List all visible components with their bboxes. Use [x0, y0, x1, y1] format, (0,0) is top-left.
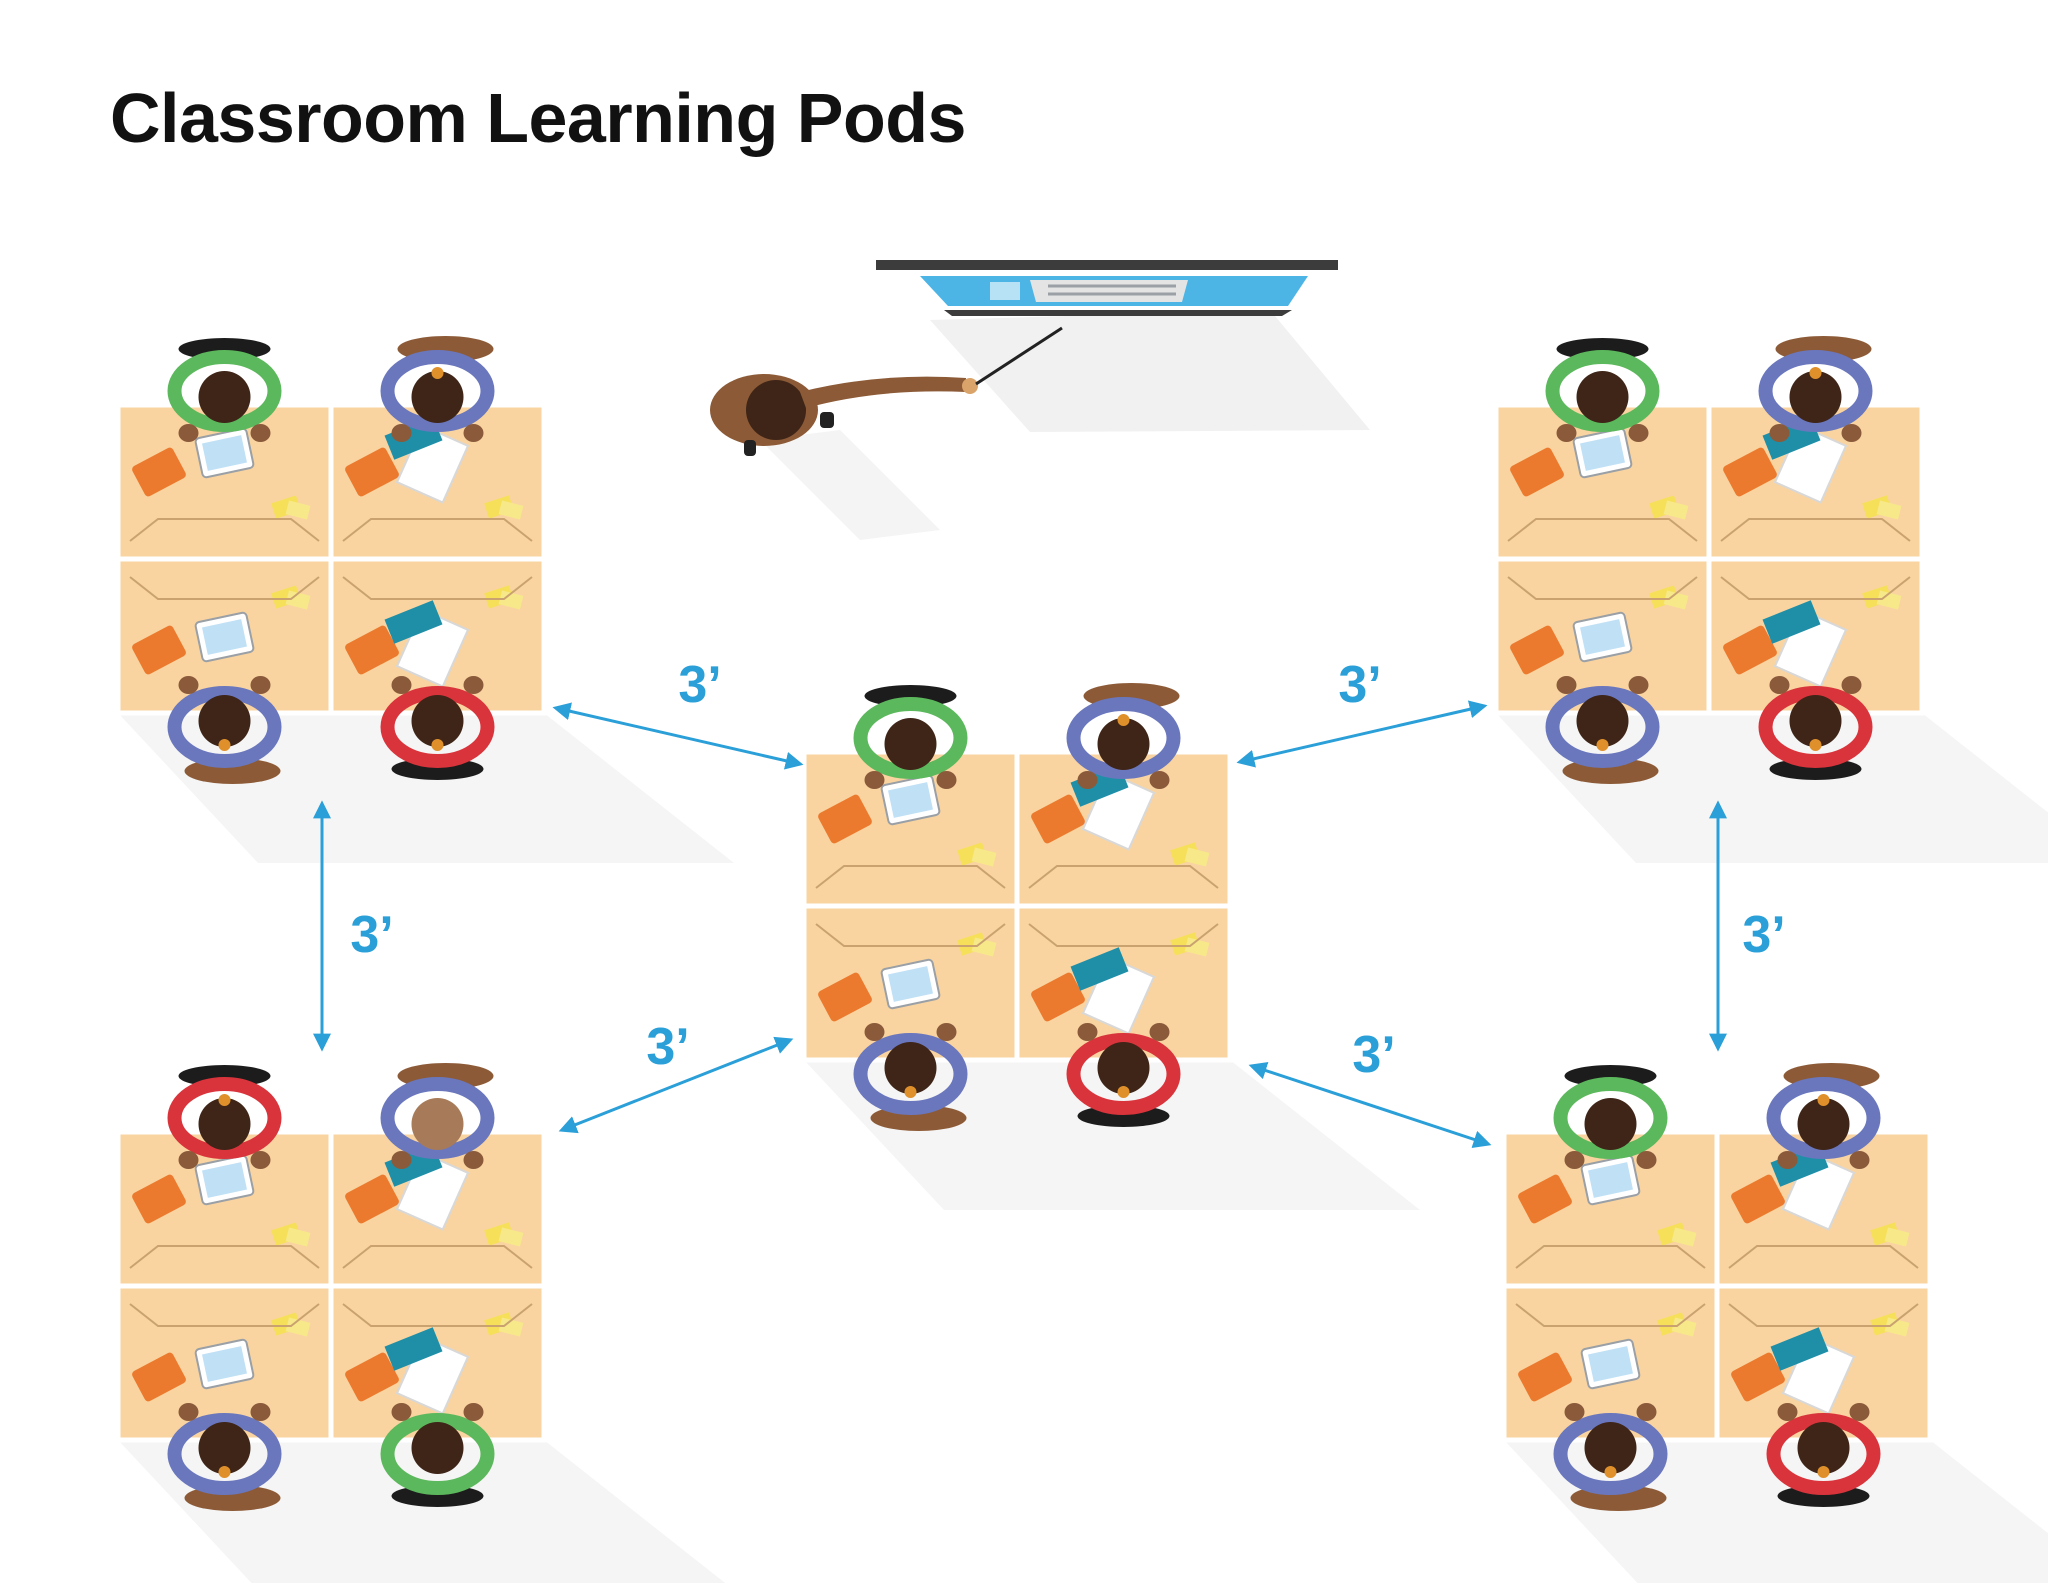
- pod-top-right-student-4: [1758, 676, 1873, 780]
- distance-arrow-line-1: [552, 702, 804, 770]
- distance-label-3: 3’: [646, 1018, 689, 1076]
- pod-top-left-desk-1-items: [129, 427, 320, 542]
- diagram-title: Classroom Learning Pods: [110, 79, 966, 157]
- pod-top-left-desk-4-items: [342, 576, 533, 688]
- pod-top-left-desk-3-items: [129, 576, 320, 675]
- distance-arrow-2: 3’: [1236, 656, 1488, 768]
- distance-arrow-4: 3’: [1248, 1026, 1492, 1149]
- pod-bottom-left: [115, 1063, 726, 1583]
- pod-top-right-student-2: [1758, 336, 1873, 442]
- pod-center-student-1: [853, 685, 968, 789]
- pod-bottom-right-desk-1-items: [1515, 1154, 1706, 1269]
- distance-arrow-5: 3’: [313, 800, 394, 1052]
- pod-top-right: [1493, 336, 2048, 863]
- pod-top-left-student-2: [380, 336, 495, 442]
- distance-arrow-line-4: [1248, 1061, 1492, 1149]
- pod-bottom-right-student-4: [1766, 1403, 1881, 1507]
- pod-top-left: [115, 336, 734, 863]
- pod-center-desk-3-items: [815, 923, 1006, 1022]
- pod-top-right-desk-2-items: [1720, 416, 1911, 542]
- pod-bottom-left-desk-3-items: [129, 1303, 320, 1402]
- pod-center-student-3: [853, 1023, 968, 1131]
- distance-arrows: 3’ 3’ 3’ 3’ 3’ 3’: [313, 656, 1786, 1149]
- pod-bottom-right-student-2: [1766, 1063, 1881, 1169]
- whiteboard: [876, 260, 1338, 316]
- pod-center-desk-1-items: [815, 774, 1006, 889]
- pod-top-left-student-1: [167, 338, 282, 442]
- distance-label-5: 3’: [350, 906, 393, 964]
- distance-label-1: 3’: [678, 656, 721, 714]
- pod-center-desk-4-items: [1028, 923, 1219, 1035]
- pod-center-student-4: [1066, 1023, 1181, 1127]
- distance-arrow-line-3: [558, 1036, 794, 1134]
- pod-bottom-left-student-3: [167, 1403, 282, 1511]
- pods-layer: [115, 336, 2048, 1583]
- teacher-area: [710, 260, 1370, 540]
- pod-center-student-2: [1066, 683, 1181, 789]
- distance-arrow-line-2: [1236, 700, 1488, 768]
- pod-bottom-right: [1501, 1063, 2048, 1583]
- pod-bottom-left-desk-1-items: [129, 1154, 320, 1269]
- whiteboard-shadow: [930, 310, 1370, 432]
- pod-bottom-right-student-1: [1553, 1065, 1668, 1169]
- pod-bottom-right-student-3: [1553, 1403, 1668, 1511]
- distance-label-6: 3’: [1742, 906, 1785, 964]
- pod-bottom-right-desk-2-items: [1728, 1143, 1919, 1269]
- pod-top-right-student-3: [1545, 676, 1660, 784]
- pod-top-right-student-1: [1545, 338, 1660, 442]
- distance-arrow-6: 3’: [1709, 800, 1786, 1052]
- pod-bottom-left-student-1: [167, 1065, 282, 1169]
- distance-label-2: 3’: [1338, 656, 1381, 714]
- teacher: [710, 326, 1063, 456]
- pod-top-left-student-4: [380, 676, 495, 780]
- pod-center-desk-2-items: [1028, 763, 1219, 889]
- pod-top-right-desk-1-items: [1507, 427, 1698, 542]
- pod-bottom-left-desk-4-items: [342, 1303, 533, 1415]
- teacher-shadow: [760, 430, 940, 540]
- pod-top-right-desk-3-items: [1507, 576, 1698, 675]
- pod-bottom-right-desk-3-items: [1515, 1303, 1706, 1402]
- pod-top-right-desk-4-items: [1720, 576, 1911, 688]
- pod-bottom-left-desk-2-items: [342, 1143, 533, 1269]
- pod-center: [801, 683, 1420, 1210]
- pod-top-left-student-3: [167, 676, 282, 784]
- pod-bottom-right-desk-4-items: [1728, 1303, 1919, 1415]
- distance-label-4: 3’: [1352, 1026, 1395, 1084]
- distance-arrow-1: 3’: [552, 656, 804, 770]
- pod-bottom-left-student-2: [380, 1063, 495, 1169]
- pod-bottom-left-student-4: [380, 1403, 495, 1507]
- distance-arrow-3: 3’: [558, 1018, 794, 1134]
